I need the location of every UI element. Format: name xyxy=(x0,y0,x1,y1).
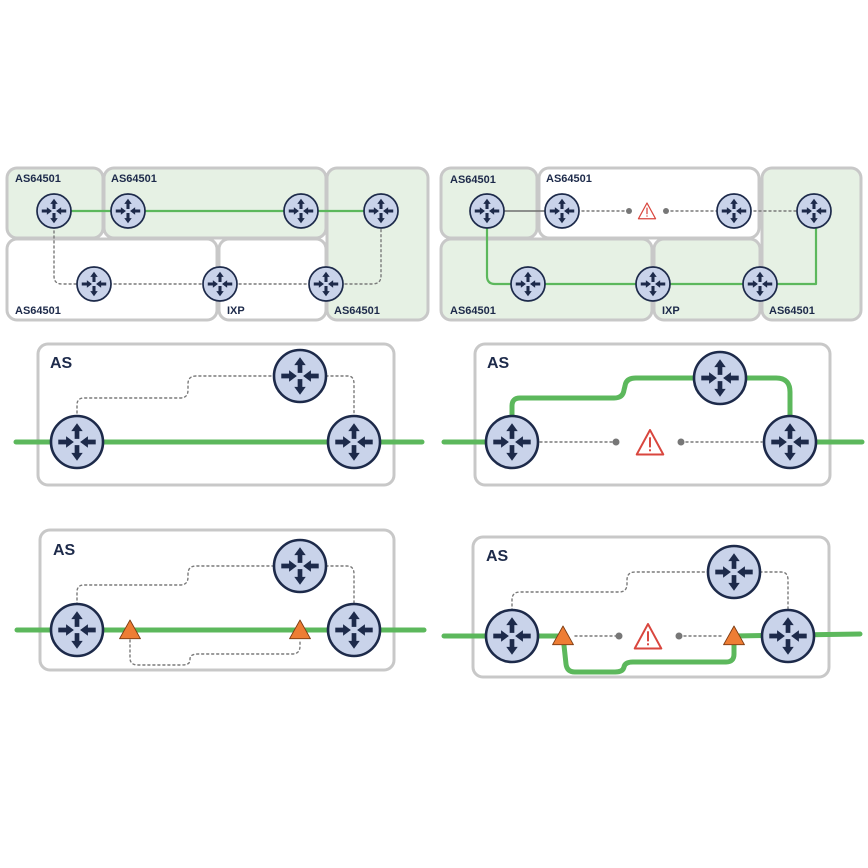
router-icon xyxy=(797,194,831,228)
as-label: AS64501 xyxy=(450,174,496,186)
link-endpoint-dot xyxy=(677,438,685,446)
router-icon xyxy=(328,604,380,656)
link-endpoint-dot xyxy=(663,208,669,214)
router-icon xyxy=(37,194,71,228)
backup-path xyxy=(129,639,301,666)
as-label: AS64501 xyxy=(769,305,815,317)
router-icon xyxy=(486,610,538,662)
backup-path xyxy=(53,225,313,285)
router-icon xyxy=(77,267,111,301)
panel-botleft: AS xyxy=(14,530,427,672)
backup-path xyxy=(76,565,277,606)
router-icon xyxy=(764,416,816,468)
router-icon xyxy=(743,267,777,301)
as-label: AS xyxy=(50,355,73,372)
router-icon xyxy=(328,416,380,468)
router-icon xyxy=(111,194,145,228)
as-label: AS64501 xyxy=(546,173,592,185)
backup-path xyxy=(325,375,355,419)
router-icon xyxy=(762,610,814,662)
link-endpoint-dot xyxy=(626,208,632,214)
panel-midright: AS xyxy=(441,344,865,487)
backup-path xyxy=(511,571,709,612)
backup-path xyxy=(76,375,277,419)
router-icon xyxy=(486,416,538,468)
router-icon xyxy=(51,416,103,468)
as-box xyxy=(537,166,761,240)
active-path xyxy=(509,375,793,421)
router-icon xyxy=(274,350,326,402)
router-icon xyxy=(717,194,751,228)
as-label: AS xyxy=(486,548,509,565)
router-icon xyxy=(511,267,545,301)
router-icon xyxy=(203,267,237,301)
panel-topleft: AS64501 AS64501 AS64501 IXP AS64501 xyxy=(5,166,430,322)
router-icon xyxy=(694,352,746,404)
as-label: AS xyxy=(53,542,76,559)
router-icon xyxy=(636,267,670,301)
link-endpoint-dot xyxy=(615,632,623,640)
as-box xyxy=(760,166,863,322)
active-path xyxy=(560,633,737,675)
link-endpoint-dot xyxy=(675,632,683,640)
as-label: AS xyxy=(487,355,510,372)
as-label: AS64501 xyxy=(15,305,61,317)
router-icon xyxy=(51,604,103,656)
router-icon xyxy=(274,540,326,592)
router-icon xyxy=(309,267,343,301)
router-icon xyxy=(284,194,318,228)
panel-topright: AS64501 AS64501 AS64501 IXP AS64501 xyxy=(439,166,863,322)
as-label: AS64501 xyxy=(111,173,157,185)
backup-path xyxy=(339,225,382,285)
as-label: AS64501 xyxy=(15,173,61,185)
panel-midleft: AS xyxy=(13,344,425,487)
link-endpoint-dot xyxy=(612,438,620,446)
ixp-label: IXP xyxy=(662,305,680,317)
router-icon xyxy=(364,194,398,228)
as-box xyxy=(325,166,430,322)
active-path xyxy=(485,209,818,286)
router-icon xyxy=(708,546,760,598)
panel-botright: AS xyxy=(441,537,863,679)
router-icon xyxy=(545,194,579,228)
backup-path xyxy=(759,571,789,612)
backup-path xyxy=(325,565,355,606)
as-label: AS64501 xyxy=(450,305,496,317)
router-icon xyxy=(470,194,504,228)
as-label: AS64501 xyxy=(334,305,380,317)
ixp-label: IXP xyxy=(227,305,245,317)
